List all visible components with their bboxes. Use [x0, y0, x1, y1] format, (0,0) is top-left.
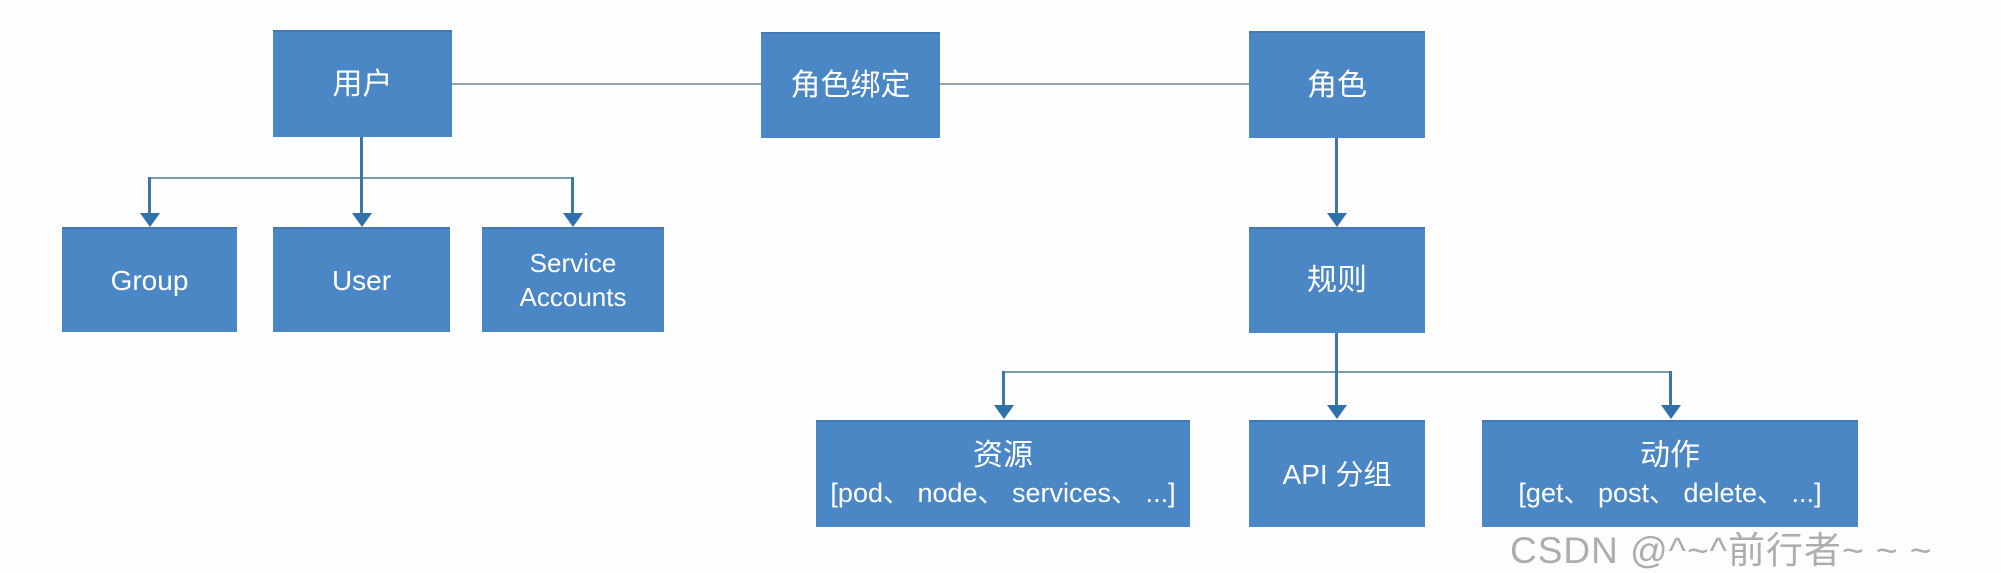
- node-label: 规则: [1307, 264, 1367, 297]
- csdn-watermark: CSDN @^~^前行者~ ~ ~: [1510, 530, 1933, 571]
- connector-drop-group: [148, 177, 151, 213]
- node-user-cn: 用户: [273, 30, 452, 137]
- connector-drop-api-groups: [1335, 333, 1338, 405]
- node-label: User: [331, 265, 392, 296]
- arrow-down-icon: [1661, 405, 1681, 419]
- node-label: 角色绑定: [790, 69, 911, 102]
- node-label: 资源: [973, 439, 1033, 473]
- node-rules: 规则: [1249, 227, 1425, 333]
- node-sublabel: [pod、 node、 services、 ...]: [830, 478, 1176, 509]
- node-label: Service Accounts: [519, 247, 627, 312]
- node-actions: 动作 [get、 post、 delete、 ...]: [1482, 420, 1858, 527]
- node-resources: 资源 [pod、 node、 services、 ...]: [816, 420, 1190, 527]
- arrow-down-icon: [1327, 405, 1347, 419]
- arrow-down-icon: [994, 405, 1014, 419]
- node-label: 用户: [332, 67, 393, 101]
- node-service-accounts: Service Accounts: [482, 227, 664, 332]
- connector-drop-service-accounts: [571, 177, 574, 213]
- node-group: Group: [62, 227, 237, 332]
- link-rolebinding-role: [940, 83, 1249, 85]
- arrow-down-icon: [140, 213, 160, 227]
- node-role-binding: 角色绑定: [761, 32, 940, 138]
- link-user-rolebinding: [452, 83, 761, 85]
- connector-drop-actions: [1669, 371, 1672, 405]
- node-label: 角色: [1307, 68, 1367, 102]
- node-label: 动作: [1640, 439, 1700, 473]
- connector-drop-user: [360, 137, 363, 213]
- node-api-groups: API 分组: [1249, 420, 1425, 527]
- node-role: 角色: [1249, 31, 1425, 138]
- connector-role-rules: [1335, 138, 1338, 213]
- node-sublabel: [get、 post、 delete、 ...]: [1518, 478, 1822, 509]
- connector-drop-resources: [1002, 371, 1005, 405]
- arrow-down-icon: [352, 213, 372, 227]
- node-label: Group: [110, 265, 189, 296]
- arrow-down-icon: [1327, 213, 1347, 227]
- arrow-down-icon: [563, 213, 583, 227]
- node-label: API 分组: [1282, 459, 1392, 490]
- node-user: User: [273, 227, 450, 332]
